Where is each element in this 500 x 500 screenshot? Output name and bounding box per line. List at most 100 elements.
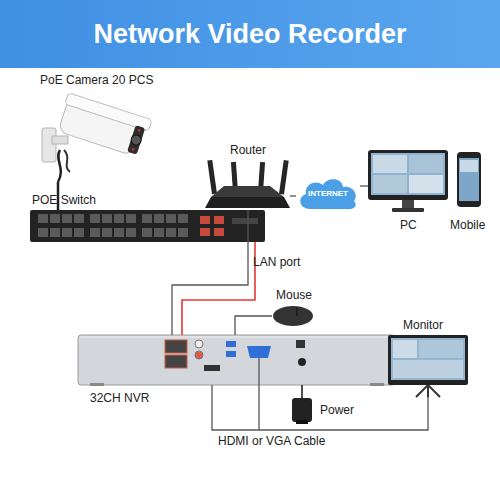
dc-jack [298,358,306,366]
mouse-button-line [297,307,298,316]
router-base [205,197,290,208]
device-label: PoE Camera 20 PCS [40,73,153,87]
monitor-screen [391,338,465,380]
router-node: Router [205,160,290,210]
port [142,214,152,223]
port [102,214,112,223]
pc-monitor [368,150,448,200]
camera-sunshade [65,93,152,132]
camera-cable [58,150,61,182]
port [62,214,72,223]
power-adapter [292,398,312,422]
camera-cable [64,150,70,172]
port [74,228,84,237]
camera-led [137,129,141,133]
pc-screen [371,153,445,195]
camera-led [131,148,135,152]
nvr-foot [90,383,104,386]
monitor-stand [428,385,440,397]
cable-label: HDMI or VGA Cable [218,434,325,448]
camera-lens [130,134,143,147]
port [74,214,84,223]
pc-pane [409,155,443,173]
lan-port [165,340,187,353]
device-label: 32CH NVR [90,391,149,405]
port [62,228,72,237]
mobile-node: Mobile [455,152,483,207]
uplink-port [200,228,210,236]
pc-pane [409,175,443,193]
camera-arm [52,136,68,144]
port [178,214,188,223]
nvr-body [78,335,395,385]
port [154,214,164,223]
vga-cable [258,358,259,430]
pc-pane [373,155,407,173]
switch-panel [232,218,258,224]
port [114,228,124,237]
port [38,228,48,237]
port [38,214,48,223]
device-label: PC [400,218,417,232]
internet-cloud: INTERNET [296,176,360,210]
port [126,214,136,223]
cable-line [290,195,296,196]
port [114,214,124,223]
monitor-node: Monitor [388,335,468,397]
cable-line [235,316,272,335]
nvr-foot [370,383,384,386]
uplink-port [214,228,224,236]
nvr-highlight [80,337,393,338]
vga-port [247,346,271,358]
uplink-port [214,216,224,224]
cable-label: LAN port [253,255,300,269]
usb-port [226,341,236,347]
port [166,214,176,223]
monitor-stand [427,385,429,397]
router-antenna [207,160,217,194]
nvr-node: 32CH NVR [78,335,395,385]
power-node: Power [292,398,312,422]
monitor-pane [393,360,463,378]
pc-base [392,208,424,212]
camera-front [127,125,145,155]
device-label: Mobile [450,218,485,232]
port [102,228,112,237]
audio-jack [195,351,203,359]
cloud-label: INTERNET [296,176,360,210]
cable-line [301,385,303,398]
port [90,228,100,237]
monitor-pane [393,340,417,358]
phone-screen [459,158,479,201]
port [90,214,100,223]
cable-line [212,385,428,430]
port [126,228,136,237]
device-label: Router [230,143,266,157]
switch-node: POE Switch [30,210,265,242]
power-plug [296,420,308,424]
device-label: Mouse [276,288,312,302]
mouse-node: Mouse [272,305,314,327]
port [142,228,152,237]
cable-line [360,185,368,186]
hdmi-port [204,365,220,371]
pc-node: PC [368,150,448,212]
port [154,228,164,237]
camera-mount [42,128,56,162]
phone-pane [460,160,478,172]
usb-port [226,351,236,357]
diagram-title: Network Video Recorder [0,0,500,68]
switch-ports [38,214,188,237]
monitor-stand [416,385,428,397]
camera-node: PoE Camera 20 PCS [40,96,145,182]
power-switch [296,340,305,348]
router-top [211,186,284,197]
monitor-frame [388,335,468,385]
monitor-pane [419,340,463,358]
port [50,214,60,223]
audio-jack [195,340,203,348]
uplink-port [200,216,210,224]
router-antenna [279,160,289,194]
title-banner [0,0,500,68]
